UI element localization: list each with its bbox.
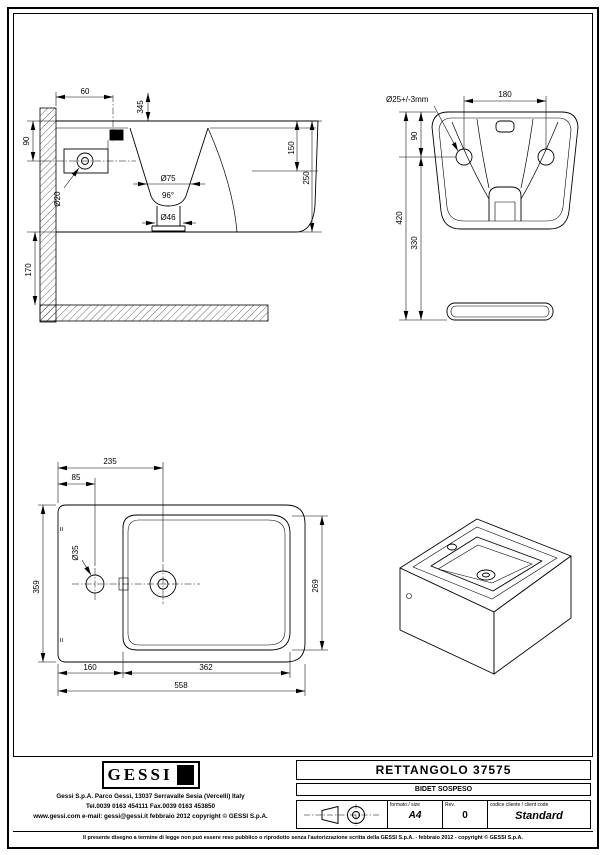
revision-cell: Rev. 0 — [442, 800, 488, 829]
format-label: formato / size — [390, 802, 421, 808]
dim-96deg: 96° — [162, 191, 174, 200]
body-outline — [56, 120, 319, 233]
company-block: GESSI Gessi S.p.A. Parco Gessi, 13037 Se… — [13, 757, 288, 832]
dim-345: 345 — [136, 100, 145, 114]
dim-235: 235 — [103, 457, 117, 466]
first-angle-projection-icon — [304, 803, 380, 826]
rear-outline — [431, 111, 579, 230]
equal-mark-bottom: = — [57, 637, 66, 642]
dim-180: 180 — [498, 90, 512, 99]
basin-rim-outer — [122, 514, 291, 651]
client-code-label: codice cliente / client code — [490, 802, 549, 808]
product-type: BIDET SOSPESO — [296, 783, 591, 796]
iso-basin-opening — [430, 536, 543, 592]
basin-back-line — [207, 127, 238, 233]
plan-view-centerlines — [72, 564, 200, 604]
iso-basin-bottom — [437, 544, 533, 584]
basin-rim-inner — [127, 519, 286, 646]
side-view-dimensions — [27, 92, 322, 305]
side-view-centerlines — [44, 95, 136, 162]
dim-60: 60 — [81, 87, 90, 96]
title-block: GESSI Gessi S.p.A. Parco Gessi, 13037 Se… — [13, 756, 593, 832]
bottom-bracket-inner — [450, 305, 550, 318]
dim-250: 250 — [302, 171, 311, 185]
rib-left-inner — [476, 118, 490, 189]
dim-330: 330 — [410, 236, 419, 250]
technical-drawing: 60 345 90 Ø20 Ø75 96° Ø46 150 250 170 — [22, 87, 579, 696]
plan-view — [57, 504, 306, 663]
dim-359: 359 — [32, 580, 41, 594]
top-slot — [495, 120, 515, 133]
rib-left-outer — [451, 121, 490, 200]
dim-150: 150 — [287, 141, 296, 155]
info-row: formato / size A4 Rev. 0 codice cliente … — [296, 800, 591, 829]
dim-o46: Ø46 — [160, 213, 176, 222]
dim-160: 160 — [83, 663, 97, 672]
format-value: A4 — [408, 810, 422, 821]
company-phone: Tel.0039 0163 454111 Fax.0039 0163 45385… — [85, 803, 216, 811]
company-info: Gessi S.p.A. Parco Gessi, 13037 Serraval… — [13, 792, 288, 822]
drain-recess-inner — [494, 201, 516, 221]
dim-362: 362 — [199, 663, 213, 672]
gessi-logo-text: GESSI — [107, 765, 173, 784]
dim-420: 420 — [395, 211, 404, 225]
iso-rim-inner — [412, 526, 558, 600]
plan-view-labels: 235 85 359 269 = = 160 362 558 Ø35 — [32, 457, 320, 690]
product-name: RETTANGOLO 37575 — [296, 760, 591, 780]
iso-drain-inner — [482, 572, 490, 578]
isometric-view — [399, 518, 572, 675]
dim-90-rear: 90 — [410, 131, 419, 140]
rev-value: 0 — [462, 810, 468, 821]
bottom-bracket — [446, 302, 554, 321]
drain-pipe — [151, 206, 186, 232]
dim-o25: Ø25+/-3mm — [386, 95, 429, 104]
rear-view-labels: Ø25+/-3mm 180 90 420 330 — [386, 90, 512, 250]
dim-90-side: 90 — [22, 136, 31, 145]
iso-overflow-hole — [406, 593, 412, 599]
dim-558: 558 — [174, 681, 188, 690]
rib-right-inner — [520, 118, 534, 189]
wall-hatch — [39, 107, 57, 323]
drawing-info: RETTANGOLO 37575 BIDET SOSPESO formato /… — [288, 757, 593, 832]
dim-85: 85 — [72, 473, 81, 482]
rib-right-outer — [520, 121, 559, 200]
dim-170: 170 — [24, 263, 33, 277]
iso-drain-outer — [476, 569, 496, 581]
inlet-pipe-outer — [76, 152, 94, 170]
dim-o75: Ø75 — [160, 174, 176, 183]
client-code-cell: codice cliente / client code Standard — [487, 800, 591, 829]
plan-view-dimensions — [38, 462, 328, 696]
company-address: Gessi S.p.A. Parco Gessi, 13037 Serraval… — [56, 793, 245, 800]
floor-hatch — [39, 304, 269, 322]
iso-tap-hole — [447, 543, 457, 551]
dim-o20: Ø20 — [53, 191, 62, 207]
side-section-view — [39, 107, 319, 323]
fixing-bracket — [109, 129, 124, 141]
plan-outline — [57, 504, 306, 663]
outer-frame — [7, 7, 599, 849]
rev-label: Rev. — [445, 802, 455, 808]
side-view-labels: 60 345 90 Ø20 Ø75 96° Ø46 150 250 170 — [22, 87, 311, 277]
rear-view-dimensions — [399, 96, 547, 321]
dim-o35: Ø35 — [71, 545, 80, 561]
equal-mark-top: = — [57, 526, 66, 531]
client-code-value: Standard — [515, 810, 563, 822]
iso-right-face — [493, 555, 572, 675]
company-web: www.gessi.com e-mail: gessi@gessi.it feb… — [33, 813, 268, 821]
rear-inner-outline — [438, 117, 572, 222]
rear-mounting-view — [431, 111, 579, 321]
dim-269: 269 — [311, 579, 320, 593]
drain-recess — [488, 186, 522, 221]
gessi-logo-mark-icon — [176, 765, 194, 785]
format-cell: formato / size A4 — [387, 800, 443, 829]
legal-disclaimer: Il presente disegno a termine di legge n… — [13, 831, 593, 843]
gessi-logo: GESSI — [101, 761, 200, 789]
basin-section — [129, 127, 209, 207]
projection-symbol-cell — [296, 800, 388, 829]
